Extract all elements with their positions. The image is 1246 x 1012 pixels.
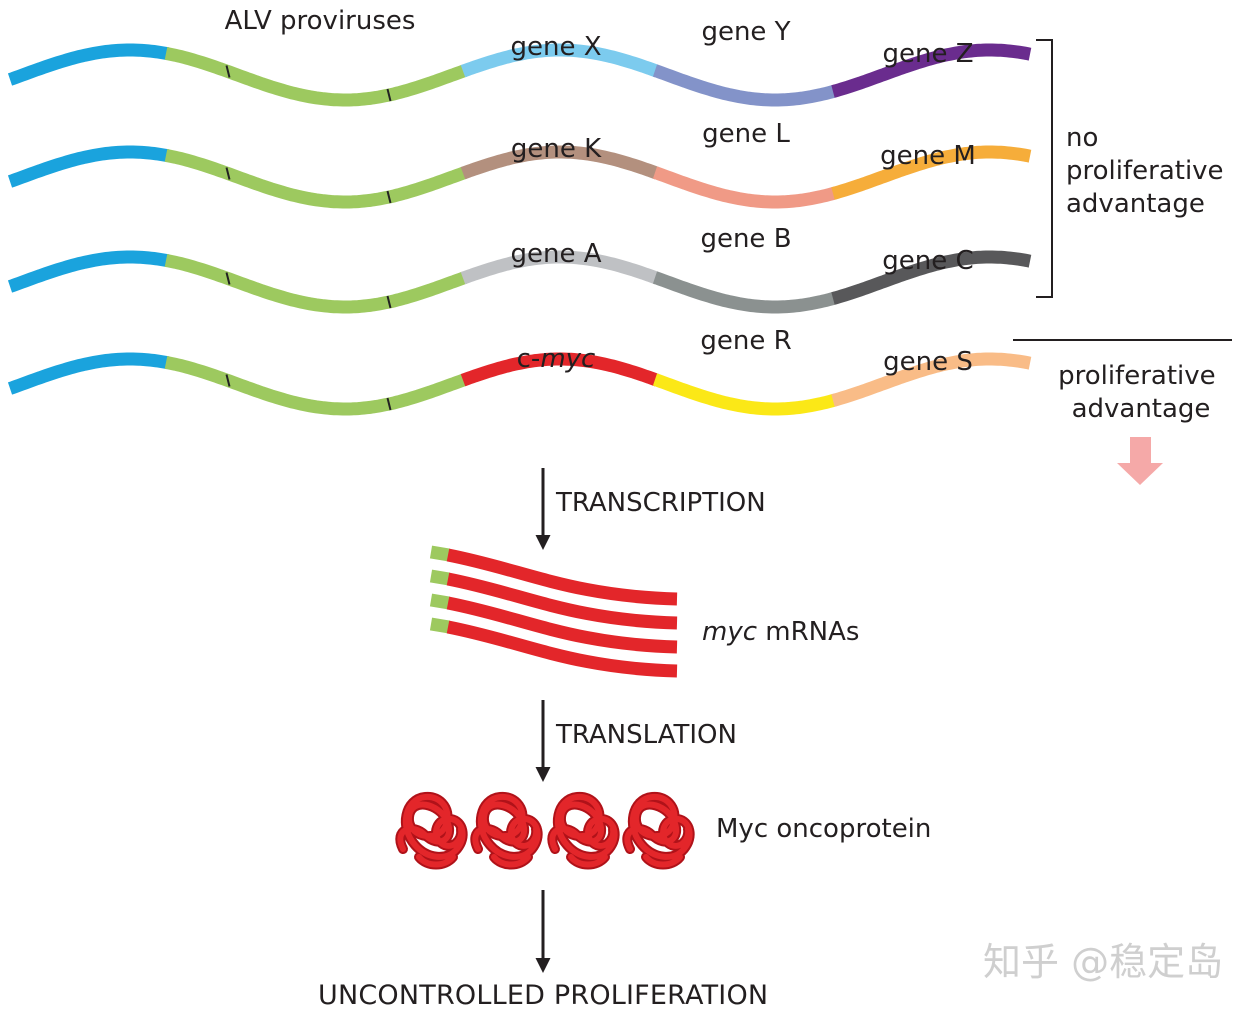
no-advantage-bracket xyxy=(1036,39,1053,298)
gene-segment xyxy=(831,352,1032,407)
provirus-tick xyxy=(386,88,392,102)
mrna-leader xyxy=(429,569,451,586)
gene-segment xyxy=(831,145,1032,200)
gene-label: gene K xyxy=(511,134,602,164)
gene-segment xyxy=(460,43,660,78)
dna-strand: c-myc gene R gene S xyxy=(7,326,1032,416)
gene-label: gene B xyxy=(700,224,791,254)
mrna-strand xyxy=(429,617,678,678)
provirus-tick xyxy=(225,374,231,387)
gene-label: gene Y xyxy=(701,17,790,47)
gene-label: gene C xyxy=(882,246,973,276)
transcription-label: TRANSCRIPTION xyxy=(555,488,766,518)
oncoprotein-icon xyxy=(622,791,695,870)
myc-mrnas xyxy=(429,545,678,678)
mrna-leader xyxy=(429,593,451,610)
mrna-strand xyxy=(429,569,678,630)
gene-label: gene M xyxy=(880,141,976,171)
provirus-segment xyxy=(164,47,468,107)
oncoprotein-icon xyxy=(395,791,468,870)
mrna-body xyxy=(446,620,678,678)
gene-label: gene A xyxy=(510,239,601,269)
gene-label: gene X xyxy=(510,32,601,62)
provirus-segment xyxy=(164,254,468,314)
gene-label: gene R xyxy=(700,326,791,356)
provirus-segment xyxy=(164,149,468,209)
mrna-strand xyxy=(429,593,678,654)
outcome-label: UNCONTROLLED PROLIFERATION xyxy=(318,980,768,1011)
provirus-tick xyxy=(225,65,231,78)
provirus-tick xyxy=(386,295,392,309)
gene-segment xyxy=(831,43,1032,98)
mrna-strand xyxy=(429,545,678,606)
gene-label: gene S xyxy=(883,347,973,377)
oncoprotein-icon xyxy=(547,791,620,870)
gene-segment xyxy=(652,373,837,416)
gene-segment xyxy=(460,352,660,387)
selection-arrow-icon xyxy=(1117,437,1163,485)
mrna-leader xyxy=(429,617,451,634)
dna-strand: gene X gene Y gene Z xyxy=(7,17,1032,107)
protein-label: Myc oncoprotein xyxy=(716,814,931,844)
ltr-segment xyxy=(7,43,170,86)
translation-label: TRANSLATION xyxy=(555,720,737,750)
gene-segment xyxy=(831,250,1032,305)
provirus-segment xyxy=(164,356,468,416)
mrna-body xyxy=(446,596,678,654)
mrna-body xyxy=(446,572,678,630)
oncoprotein-icon xyxy=(470,791,543,870)
myc-oncoproteins xyxy=(395,791,695,870)
ltr-segment xyxy=(7,145,170,188)
mrna-label: myc mRNAs xyxy=(702,617,859,647)
advantage-label: proliferative advantage xyxy=(1058,361,1224,424)
gene-segment xyxy=(652,166,837,209)
gene-label: gene L xyxy=(702,119,790,149)
gene-segment xyxy=(460,250,660,285)
ltr-segment xyxy=(7,250,170,293)
provirus-tick xyxy=(386,190,392,204)
provirus-label: ALV proviruses xyxy=(225,6,416,36)
no-advantage-label: no proliferative advantage xyxy=(1066,123,1232,219)
mrna-body xyxy=(446,548,678,606)
gene-segment xyxy=(460,145,660,180)
dna-strand: gene A gene B gene C xyxy=(7,224,1032,314)
watermark: 知乎 @稳定岛 xyxy=(983,940,1223,984)
ltr-segment xyxy=(7,352,170,395)
provirus-tick xyxy=(225,272,231,285)
provirus-tick xyxy=(386,397,392,411)
gene-label: gene Z xyxy=(882,39,973,69)
gene-segment xyxy=(652,64,837,107)
gene-label: c-myc xyxy=(517,344,596,374)
gene-segment xyxy=(652,271,837,314)
mrna-leader xyxy=(429,545,451,562)
provirus-tick xyxy=(225,167,231,180)
dna-strand: gene K gene L gene M xyxy=(7,119,1032,209)
